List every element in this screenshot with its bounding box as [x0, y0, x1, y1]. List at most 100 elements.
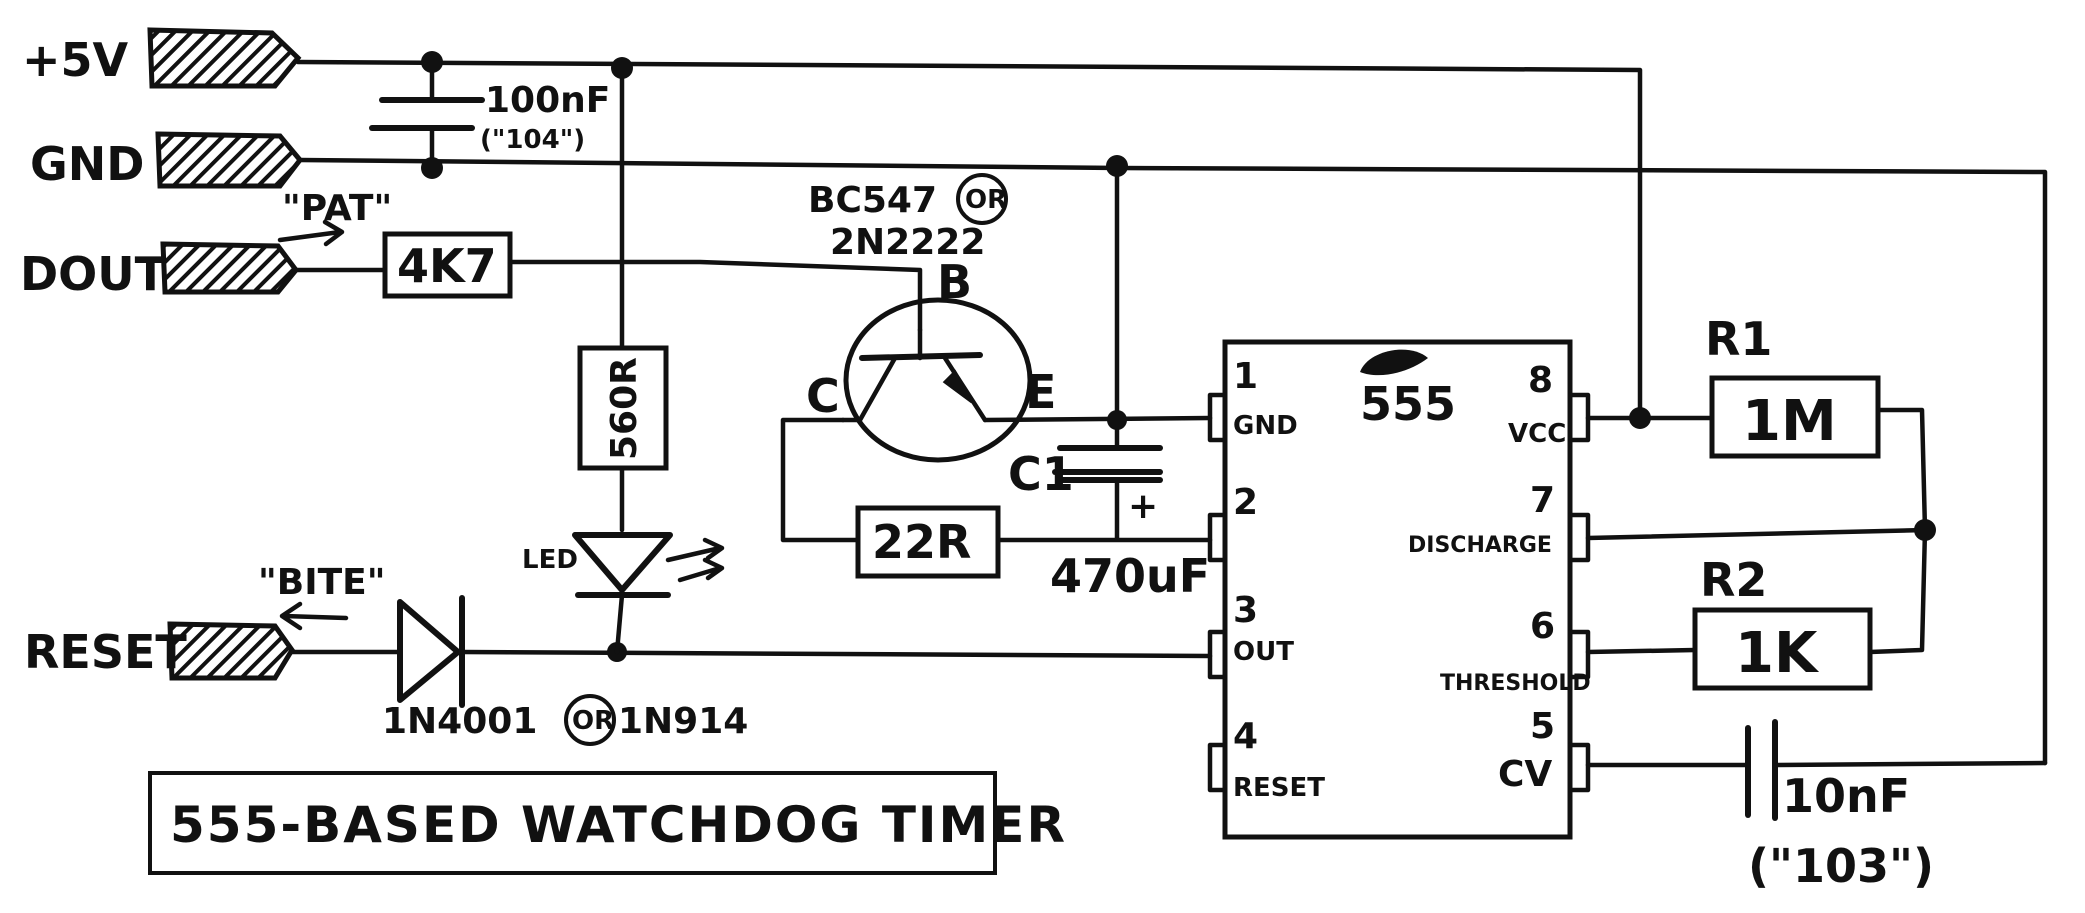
pat-arrow-shaft: [277, 229, 343, 243]
resistor-body: [382, 231, 513, 299]
pin-7-number: 7: [1530, 480, 1555, 521]
resistor-r1: R1 1M: [1705, 312, 1881, 459]
ic-notch: [1360, 349, 1428, 376]
pin-stub: [1207, 512, 1228, 563]
decoupling-capacitor: 100nF ("104"): [369, 80, 610, 155]
c1-polarity: +: [1128, 486, 1158, 527]
transistor-part-alt: 2N2222: [830, 222, 985, 263]
led: LED: [522, 532, 725, 655]
transistor-pin-b: B: [937, 255, 972, 309]
title-box: [148, 771, 997, 875]
transistor-pin-c: C: [806, 369, 840, 423]
cv-cap-value: 10nF: [1782, 769, 1910, 823]
connector-pad: [147, 27, 302, 89]
transistor-pin-e: E: [1025, 365, 1056, 419]
diode-part-alt: 1N914: [618, 701, 748, 742]
junction-dot: [421, 51, 443, 73]
junction-dot: [611, 57, 633, 79]
connector-gnd-label: GND: [30, 137, 144, 191]
junction-dot: [1914, 519, 1936, 541]
cv-cap-code: ("103"): [1748, 839, 1934, 893]
npn-transistor: BC547 OR 2N2222 B C E: [806, 173, 1056, 463]
led-light-arrows: [665, 545, 723, 583]
transistor-collector-lead: [840, 355, 898, 423]
pat-arrowhead: [322, 219, 345, 247]
resistor-4k7: 4K7: [382, 231, 513, 299]
resistor-22r: 22R: [855, 505, 1001, 579]
resistor-r2: R2 1K: [1692, 553, 1873, 691]
collector-loop-wire: [780, 417, 1213, 543]
pin-stub: [1567, 742, 1591, 793]
emitter-pin1-wire: [982, 415, 1213, 423]
diode-or: OR: [572, 706, 614, 736]
resistor-body: [577, 345, 669, 471]
cv-wire: [1585, 760, 2048, 768]
r1-ref: R1: [1705, 312, 1772, 366]
pin-3-number: 3: [1233, 590, 1258, 631]
resistor-22r-value: 22R: [872, 515, 971, 569]
pin-6-name: THRESHOLD: [1440, 671, 1591, 696]
bite-arrowhead: [279, 601, 303, 631]
connector-dout-label: DOUT: [20, 247, 167, 301]
r2-value: 1K: [1735, 621, 1820, 686]
diagram-title: 555-BASED WATCHDOG TIMER: [170, 796, 1067, 854]
connector-pad: [155, 131, 304, 189]
junction-dot: [1106, 155, 1128, 177]
r2-ref: R2: [1700, 553, 1767, 607]
decoupling-cap-code: ("104"): [480, 125, 585, 155]
led-light-arrowheads: [702, 537, 725, 581]
connector-pad: [167, 621, 295, 681]
pin-stub: [1567, 629, 1591, 680]
transistor-emitter-arrow: [942, 369, 974, 404]
gnd-rail-wire: [297, 157, 2048, 766]
pin-4-number: 4: [1233, 716, 1258, 757]
title-block: 555-BASED WATCHDOG TIMER: [148, 771, 1067, 875]
connector-pad: [160, 241, 300, 295]
connector-vcc: +5V: [22, 27, 302, 89]
resistor-body: [1709, 375, 1881, 459]
or-circle: [956, 173, 1008, 225]
transistor-part: BC547: [808, 180, 937, 221]
diode-triangle: [397, 599, 461, 703]
pin-stub: [1207, 392, 1228, 443]
bite-signal: "BITE": [258, 562, 386, 631]
resistor-4k7-value: 4K7: [397, 239, 497, 293]
pin-3-name: OUT: [1233, 637, 1294, 667]
diode: 1N4001 OR 1N914: [382, 595, 748, 746]
r1-value: 1M: [1742, 389, 1837, 454]
connector-reset: RESET: [24, 621, 295, 681]
ic-body: [1222, 339, 1573, 840]
pin-7-name: DISCHARGE: [1408, 533, 1552, 558]
connector-reset-label: RESET: [24, 625, 187, 679]
pat-signal: "PAT": [277, 188, 392, 247]
pin-1-name: GND: [1233, 411, 1298, 441]
ic-555: 555 1 GND 2 3 OUT 4 RESET 8 VCC 7 DISCHA…: [1207, 339, 1591, 840]
led-triangle: [572, 532, 673, 593]
decoupling-cap-value: 100nF: [485, 80, 610, 121]
r2-wire: [1585, 527, 1928, 655]
pin-1-number: 1: [1233, 356, 1258, 397]
ic-name: 555: [1360, 377, 1456, 431]
bite-arrow-shaft: [281, 613, 349, 621]
discharge-wire: [1585, 527, 1928, 541]
connector-dout: DOUT: [20, 241, 300, 301]
pin-4-name: RESET: [1233, 773, 1325, 803]
or-circle: [564, 694, 616, 746]
junction-dot: [421, 157, 443, 179]
vcc-rail-wire: [295, 59, 1643, 421]
cv-capacitor: 10nF ("103"): [1745, 719, 1934, 893]
reset-line-wire: [289, 649, 1213, 659]
pin-6-number: 6: [1530, 606, 1555, 647]
pat-label: "PAT": [282, 188, 392, 229]
c1-ref: C1: [1008, 447, 1074, 501]
pin-stub: [1567, 512, 1591, 563]
connector-gnd: GND: [30, 131, 304, 191]
resistor-body: [855, 505, 1001, 579]
capacitor-c1: C1 + 470uF: [1008, 445, 1210, 603]
led-lead: [614, 592, 625, 655]
led-label: LED: [522, 545, 578, 575]
pin-stub: [1207, 629, 1228, 680]
pin-5-number: 5: [1530, 706, 1555, 747]
